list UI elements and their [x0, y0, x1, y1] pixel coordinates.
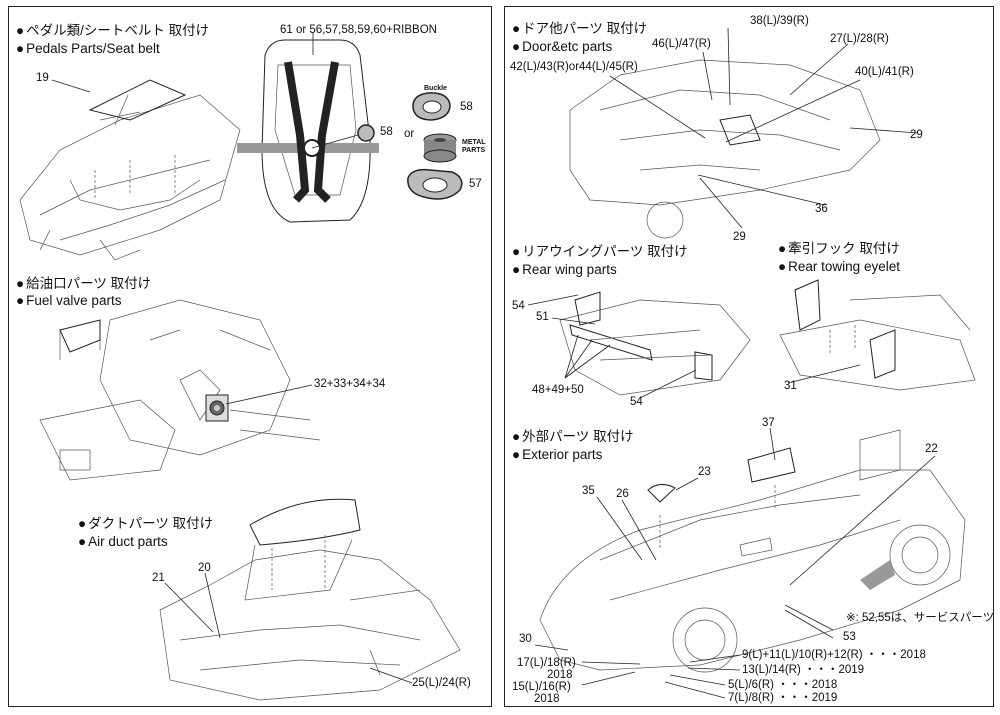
part-label-20: 20 [198, 562, 211, 574]
exterior-heading-en: Exterior parts [512, 446, 602, 464]
part-label-15-16: 15(L)/16(R) [512, 681, 571, 693]
door-heading-en: Door&etc parts [512, 38, 612, 56]
part-label-35: 35 [582, 485, 595, 497]
part-label-9-12: 9(L)+11(L)/10(R)+12(R) ・・・2018 [742, 649, 926, 661]
part-label-29-lower: 29 [733, 231, 746, 243]
wing-heading-en: Rear wing parts [512, 261, 617, 279]
part-label-13-14: 13(L)/14(R) ・・・2019 [742, 664, 865, 676]
pedals-heading-jp: ペダル類/シートベルト 取付け [16, 22, 209, 40]
tow-heading-en: Rear towing eyelet [778, 258, 900, 276]
seat-belt-sketch [237, 32, 379, 223]
buckle-label: Buckle [424, 85, 447, 92]
part-label-57: 57 [469, 178, 482, 190]
fuel-valve-sketch [39, 299, 321, 481]
metal-label: METAL [462, 139, 486, 146]
tow-heading-jp: 牽引フック 取付け [778, 240, 900, 258]
fuel-heading-en: Fuel valve parts [16, 292, 121, 310]
part-label-7-8: 7(L)/8(R) ・・・2019 [728, 692, 838, 704]
part-label-37: 37 [762, 417, 775, 429]
part-label-54-top: 54 [512, 300, 525, 312]
duct-heading-en: Air duct parts [78, 533, 168, 551]
part-label-31: 31 [784, 380, 797, 392]
exterior-car-sketch [539, 429, 966, 673]
seatbelt-parts-label: 61 or 56,57,58,59,60+RIBBON [280, 24, 437, 36]
left-instruction-panel [8, 6, 492, 707]
door-sketch [569, 59, 881, 239]
air-duct-sketch [159, 498, 461, 701]
duct-heading-jp: ダクトパーツ 取付け [78, 515, 213, 533]
part-label-21: 21 [152, 572, 165, 584]
part-label-38-39: 38(L)/39(R) [750, 15, 809, 27]
part-label-17-18: 17(L)/18(R) [517, 657, 576, 669]
exterior-heading-jp: 外部パーツ 取付け [512, 428, 634, 446]
part-label-46-47: 46(L)/47(R) [652, 38, 711, 50]
pedals-chassis-sketch [19, 79, 241, 261]
part-label-29-door: 29 [910, 129, 923, 141]
part-label-5-6: 5(L)/6(R) ・・・2018 [728, 679, 838, 691]
part-label-53: 53 [843, 631, 856, 643]
rear-wing-sketch [559, 291, 751, 396]
part-label-27-28: 27(L)/28(R) [830, 33, 889, 45]
part-label-25-24: 25(L)/24(R) [412, 677, 471, 689]
part-label-19: 19 [36, 72, 49, 84]
part-label-40-41: 40(L)/41(R) [855, 66, 914, 78]
part-label-26: 26 [616, 488, 629, 500]
fuel-valve-part [205, 394, 229, 422]
wing-heading-jp: リアウイングパーツ 取付け [512, 243, 688, 261]
parts-label: PARTS [462, 147, 486, 154]
part-label-48-50: 48+49+50 [532, 384, 584, 396]
part-label-58-buckle: 58 [460, 101, 473, 113]
part-label-30: 30 [519, 633, 532, 645]
service-parts-note: ※: 52,55は、サービスパーツ [846, 612, 995, 624]
fuel-heading-jp: 給油口パーツ 取付け [16, 275, 151, 293]
year-label-15: 2018 [534, 693, 560, 705]
year-label-17: 2018 [547, 669, 573, 681]
part-label-51: 51 [536, 311, 549, 323]
part-label-58-seat: 58 [380, 126, 393, 138]
right-instruction-panel [504, 6, 994, 707]
part-label-54-bottom: 54 [630, 396, 643, 408]
towing-eyelet-sketch [779, 279, 976, 391]
buckle-parts-icons [407, 92, 463, 200]
part-label-36: 36 [815, 203, 828, 215]
part-label-23: 23 [698, 466, 711, 478]
fuel-valve-parts-label: 32+33+34+34 [314, 378, 386, 390]
part-label-22: 22 [925, 443, 938, 455]
or-label: or [404, 128, 415, 140]
door-heading-jp: ドア他パーツ 取付け [512, 20, 647, 38]
pedals-heading-en: Pedals Parts/Seat belt [16, 40, 160, 58]
part-label-42-45: 42(L)/43(R)or44(L)/45(R) [510, 61, 638, 73]
